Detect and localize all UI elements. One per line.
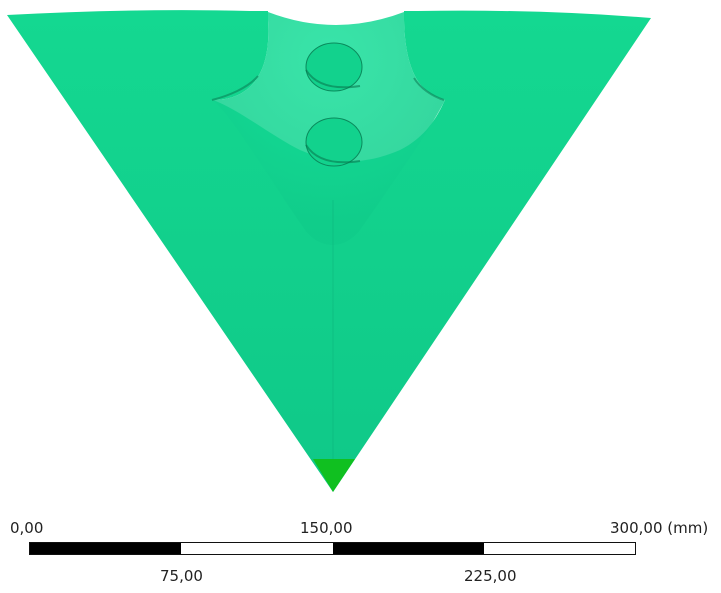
pipe-opening xyxy=(268,0,404,25)
funnel-body xyxy=(7,10,651,492)
scale-label-75: 75,00 xyxy=(160,567,203,585)
scale-label-150: 150,00 xyxy=(300,519,353,537)
scale-label-0: 0,00 xyxy=(10,519,44,537)
scale-label-300: 300,00 (mm) xyxy=(610,519,709,537)
scale-bar xyxy=(29,542,636,555)
scale-segment-2 xyxy=(181,543,333,554)
tip-selection[interactable] xyxy=(313,459,355,492)
upper-pad[interactable] xyxy=(305,42,363,92)
right-fillet-shadow xyxy=(413,77,445,101)
scale-segment-4 xyxy=(483,543,635,554)
left-fillet-shadow xyxy=(211,75,259,101)
scale-label-225: 225,00 xyxy=(464,567,517,585)
scale-segment-1 xyxy=(30,543,182,554)
lower-pad[interactable] xyxy=(305,117,363,167)
scale-segment-3 xyxy=(332,543,484,554)
